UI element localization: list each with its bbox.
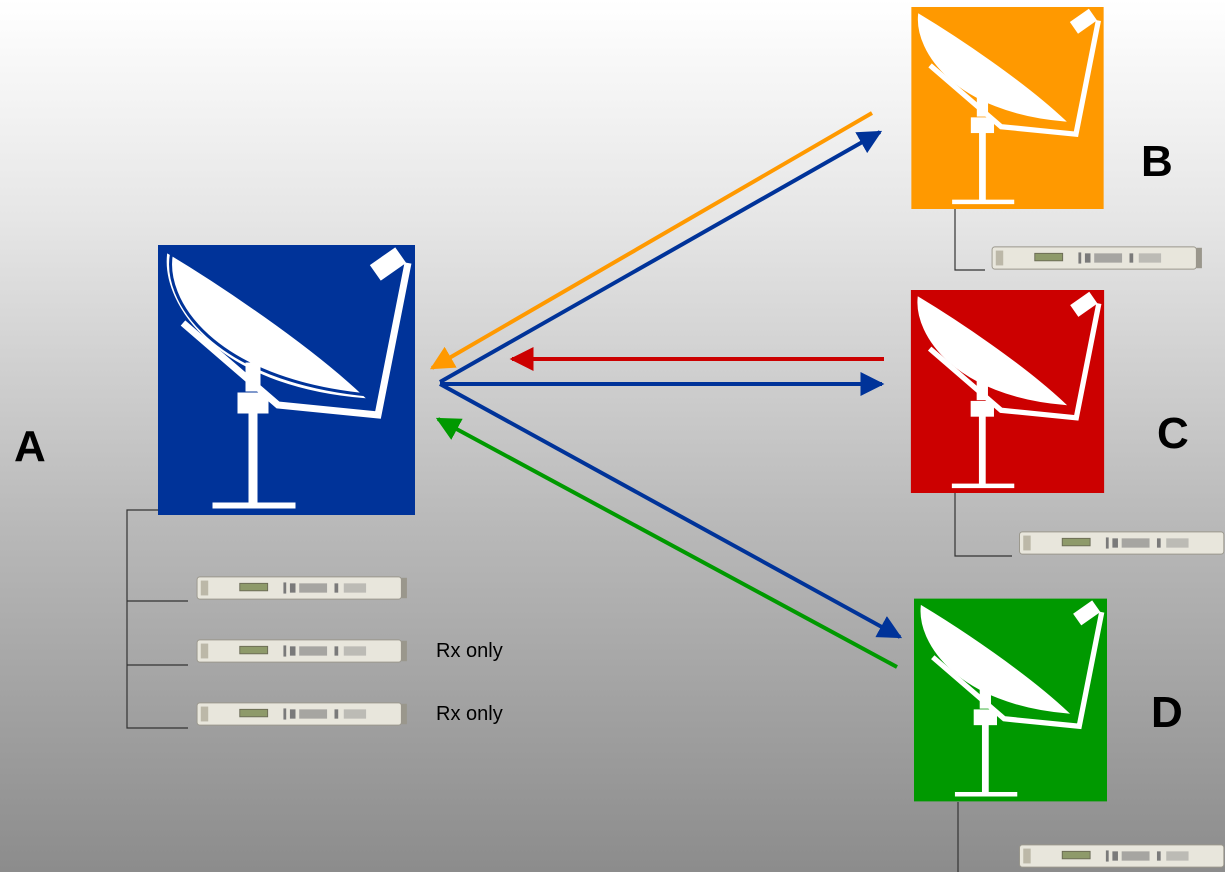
link-b-to-a-arrow [429, 111, 874, 370]
satellite-dish-icon [158, 245, 415, 515]
site-d-label: D [1151, 688, 1183, 737]
modem-unit-icon [196, 639, 407, 663]
link-d-to-a-arrow [435, 417, 898, 669]
site-c-label: C [1157, 409, 1189, 458]
site-b-label: B [1141, 137, 1173, 186]
site-d-dish-tile [914, 598, 1107, 802]
satellite-dish-icon [911, 7, 1104, 209]
modem-unit-icon [1019, 844, 1225, 868]
modem-unit-icon [196, 576, 407, 600]
site-a-label: A [14, 422, 46, 471]
site-b-dish-tile [910, 7, 1105, 209]
modem-unit-icon [991, 246, 1202, 270]
modem-unit-icon [196, 702, 407, 726]
link-a-to-d-arrow [439, 382, 903, 639]
satellite-dish-icon [910, 290, 1105, 493]
satellite-dish-icon [914, 598, 1107, 802]
modem-unit-icon [1019, 531, 1225, 555]
site-a-dish-tile [158, 245, 415, 515]
link-a-to-b-arrow [439, 130, 883, 384]
modem-a2-note: Rx only [436, 640, 503, 662]
modem-a3-note: Rx only [436, 703, 503, 725]
site-c-dish-tile [910, 290, 1105, 493]
